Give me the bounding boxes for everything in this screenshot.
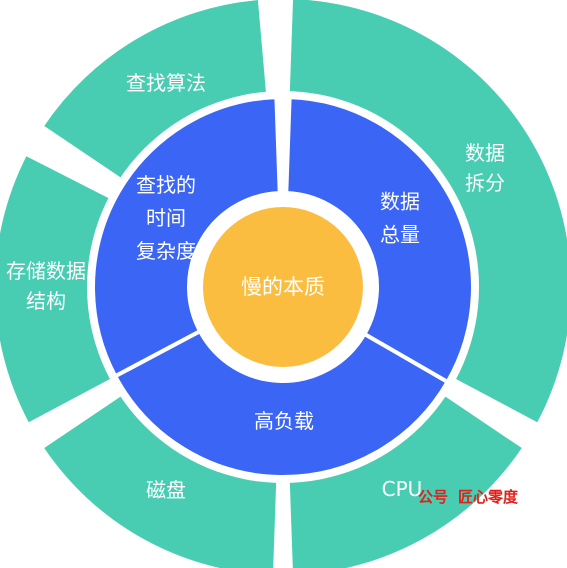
outer-segment-label: CPU	[382, 477, 423, 501]
outer-segment-label: 磁盘	[146, 478, 186, 502]
outer-segment-label: 存储数据	[6, 259, 86, 283]
inner-segment-label: 高负载	[254, 409, 314, 433]
inner-segment	[112, 328, 451, 479]
center-label: 慢的本质	[241, 275, 325, 299]
outer-segment	[0, 156, 118, 423]
outer-segment	[44, 0, 267, 183]
watermark-part2: 匠心零度	[458, 488, 519, 506]
inner-segment	[91, 95, 282, 379]
inner-segment-label: 复杂度	[136, 239, 196, 263]
watermark: 公号匠心零度	[418, 486, 518, 507]
watermark-part1: 公号	[418, 488, 449, 506]
inner-segment-label: 查找的	[136, 173, 196, 197]
inner-segment	[284, 95, 475, 385]
inner-segment-label: 数据	[380, 190, 420, 214]
outer-segment	[44, 391, 277, 568]
inner-segment-label: 时间	[146, 206, 186, 230]
center-circle	[203, 207, 363, 367]
outer-segment-label: 数据	[465, 141, 505, 165]
outer-segment-label: 结构	[26, 289, 66, 313]
inner-segment-label: 总量	[380, 223, 420, 247]
outer-segment-label: 查找算法	[126, 71, 206, 95]
outer-segment-label: 拆分	[465, 171, 505, 195]
outer-segment	[289, 391, 522, 568]
outer-segment	[289, 0, 567, 423]
